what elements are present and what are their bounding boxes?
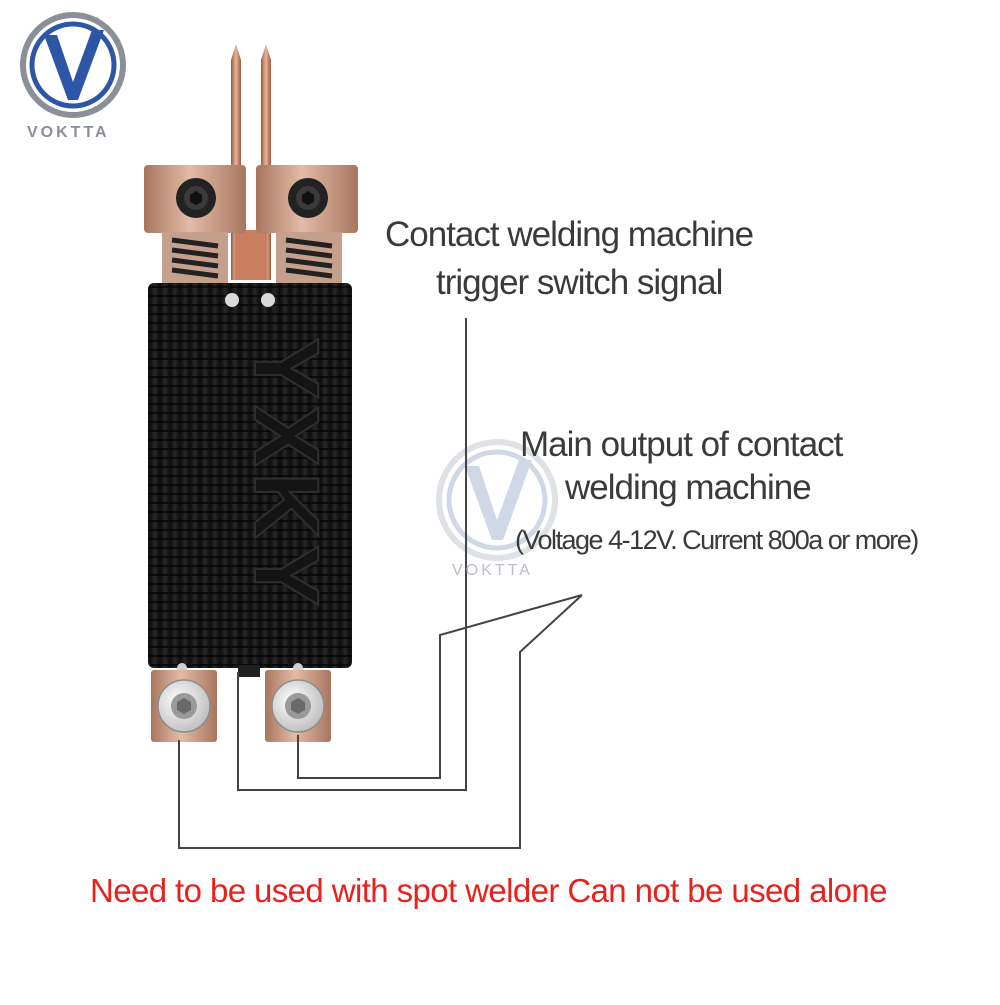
signal-connector <box>238 665 260 677</box>
bottom-terminal-right <box>265 663 331 742</box>
body-marking: YXKY <box>235 338 337 613</box>
output-line-left <box>178 594 583 849</box>
trigger-signal-line <box>237 318 467 791</box>
usage-notice: Need to be used with spot welder Can not… <box>90 872 887 909</box>
output-line-right <box>297 594 583 779</box>
output-label-line2: welding machine <box>565 468 812 507</box>
logo-text: VOKTTA <box>27 124 110 141</box>
brand-logo <box>20 12 126 118</box>
handle-body: YXKY <box>148 283 352 668</box>
top-clamp-right <box>256 165 358 233</box>
probe-pins <box>231 44 271 280</box>
bottom-terminal-left <box>151 663 217 742</box>
leader-lines <box>178 318 583 849</box>
top-clamp-left <box>144 165 246 233</box>
output-spec-label: (Voltage 4-12V. Current 800a or more) <box>515 525 919 555</box>
watermark-logo <box>436 439 558 561</box>
trigger-label-line2: trigger switch signal <box>436 263 723 302</box>
trigger-label-line1: Contact welding machine <box>385 215 754 254</box>
output-label-line1: Main output of contact <box>520 425 843 464</box>
springs <box>162 232 342 288</box>
watermark-text: VOKTTA <box>452 562 533 579</box>
